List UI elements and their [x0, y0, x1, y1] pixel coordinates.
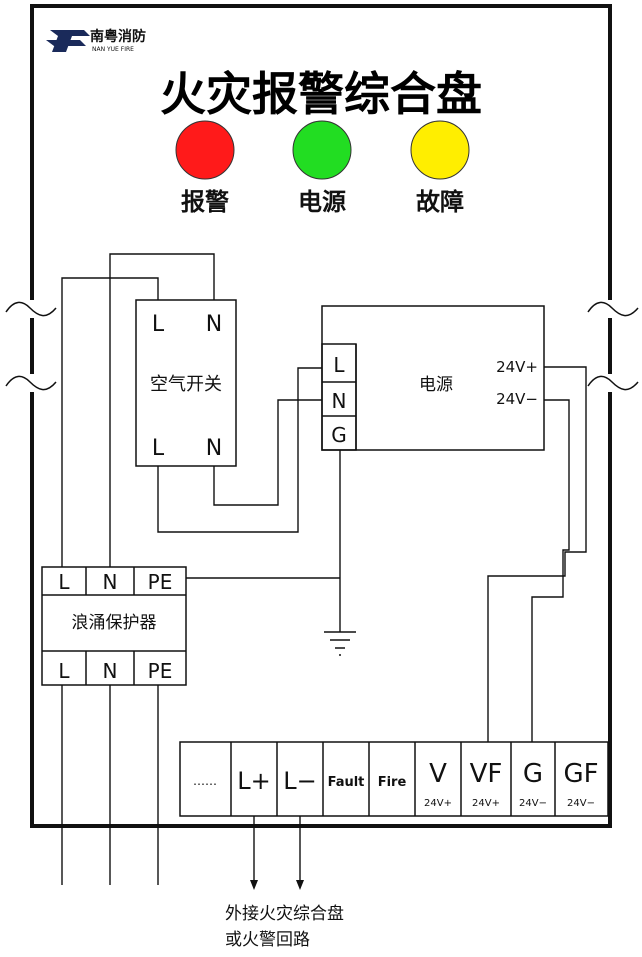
terminal-v: V [429, 759, 447, 789]
ground-icon [324, 631, 356, 656]
terminal-fire: Fire [378, 775, 407, 790]
power-supply: L N G 电源 24V+ 24V− [321, 305, 545, 451]
panel-enclosure [30, 4, 612, 828]
surge-top-l: L [58, 570, 70, 594]
external-note-line1: 外接火灾综合盘 [225, 904, 344, 924]
alarm-label: 报警 [181, 188, 229, 216]
power-label: 电源 [298, 188, 346, 216]
terminal-v-sub: 24V+ [424, 798, 452, 809]
air-switch-top-l: L [152, 312, 165, 337]
surge-top-n: N [103, 570, 118, 594]
air-switch-label: 空气开关 [150, 374, 222, 395]
terminal-g-sub: 24V− [519, 798, 547, 809]
terminal-ellipsis: …… [193, 774, 217, 788]
air-switch-bottom-n: N [206, 436, 222, 461]
surge-bottom-n: N [103, 659, 118, 683]
indicator-alarm: 报警 [175, 120, 235, 216]
logo-subtitle: NAN YUE FIRE [92, 46, 134, 53]
air-switch-top-n: N [206, 312, 222, 337]
logo-name: 南粤消防 [90, 28, 146, 45]
external-note-line2: 或火警回路 [225, 930, 310, 950]
psu-label: 电源 [419, 375, 453, 395]
surge-protector: L N PE 浪涌保护器 L N PE [41, 566, 187, 686]
power-lamp-icon [292, 120, 352, 180]
terminal-block: …… L+ L− Fault Fire V 24V+ VF 24V+ G 24V… [179, 741, 609, 817]
psu-output-negative: 24V− [496, 390, 538, 408]
air-switch: L N 空气开关 L N [135, 299, 237, 467]
alarm-lamp-icon [175, 120, 235, 180]
terminal-vf: VF [470, 759, 503, 789]
psu-input-g: G [331, 423, 347, 447]
indicator-power: 电源 [292, 120, 352, 216]
surge-bottom-l: L [58, 659, 70, 683]
surge-bottom-pe: PE [148, 659, 173, 683]
panel-title: 火灾报警综合盘 [160, 67, 482, 121]
fault-label: 故障 [416, 188, 464, 216]
terminal-fault: Fault [328, 775, 365, 790]
air-switch-bottom-l: L [152, 436, 165, 461]
terminal-vf-sub: 24V+ [472, 798, 500, 809]
psu-output-positive: 24V+ [496, 358, 538, 376]
terminal-gf-sub: 24V− [567, 798, 595, 809]
surge-label: 浪涌保护器 [72, 613, 157, 633]
logo-mark-icon [46, 30, 90, 52]
terminal-gf: GF [563, 759, 598, 789]
wires [61, 253, 587, 885]
psu-input-n: N [332, 389, 347, 413]
fault-lamp-icon [410, 120, 470, 180]
terminal-l-minus: L− [283, 767, 316, 795]
arrowheads [250, 880, 304, 890]
psu-input-l: L [333, 353, 345, 377]
arrow-down-icon [296, 880, 304, 890]
arrow-down-icon [250, 880, 258, 890]
brand-logo: 南粤消防 NAN YUE FIRE [46, 28, 146, 53]
terminal-l-plus: L+ [237, 767, 270, 795]
indicator-fault: 故障 [410, 120, 470, 216]
surge-top-pe: PE [148, 570, 173, 594]
break-marks [5, 301, 639, 391]
terminal-g: G [523, 759, 543, 789]
